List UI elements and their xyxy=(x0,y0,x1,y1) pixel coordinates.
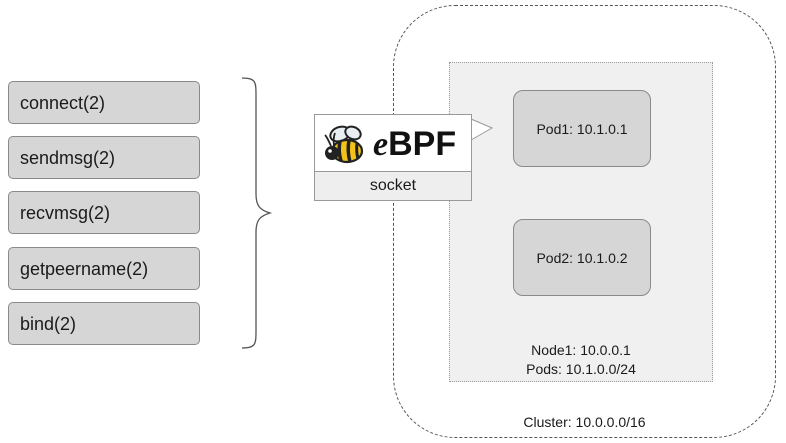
node-pods-cidr-label: Pods: 10.1.0.0/24 xyxy=(526,361,636,377)
pod-1-label: Pod1: 10.1.0.1 xyxy=(536,120,628,137)
ebpf-logo-e: e xyxy=(373,126,389,163)
ebpf-logo: eBPF xyxy=(315,115,471,172)
syscall-getpeername: getpeername(2) xyxy=(8,247,200,290)
node-name-label: Node1: 10.0.0.1 xyxy=(531,342,631,358)
pod-2: Pod2: 10.1.0.2 xyxy=(513,219,651,296)
syscall-connect: connect(2) xyxy=(8,81,200,124)
callout-pointer xyxy=(470,118,494,141)
node-label: Node1: 10.0.0.1 Pods: 10.1.0.0/24 xyxy=(449,341,713,379)
ebpf-attach-label: socket xyxy=(315,172,471,200)
bee-icon xyxy=(324,125,364,164)
cluster-boundary xyxy=(393,5,776,438)
ebpf-logo-text: eBPF xyxy=(373,125,456,164)
ebpf-logo-bpf: BPF xyxy=(388,125,457,163)
curly-brace xyxy=(241,77,273,349)
syscall-bind: bind(2) xyxy=(8,302,200,345)
syscall-recvmsg: recvmsg(2) xyxy=(8,191,200,234)
ebpf-socket-callout: eBPF socket xyxy=(314,114,472,201)
pod-1: Pod1: 10.1.0.1 xyxy=(513,90,651,167)
cluster-label: Cluster: 10.0.0.0/16 xyxy=(523,414,646,430)
pod-2-label: Pod2: 10.1.0.2 xyxy=(536,249,628,266)
syscall-sendmsg: sendmsg(2) xyxy=(8,136,200,179)
